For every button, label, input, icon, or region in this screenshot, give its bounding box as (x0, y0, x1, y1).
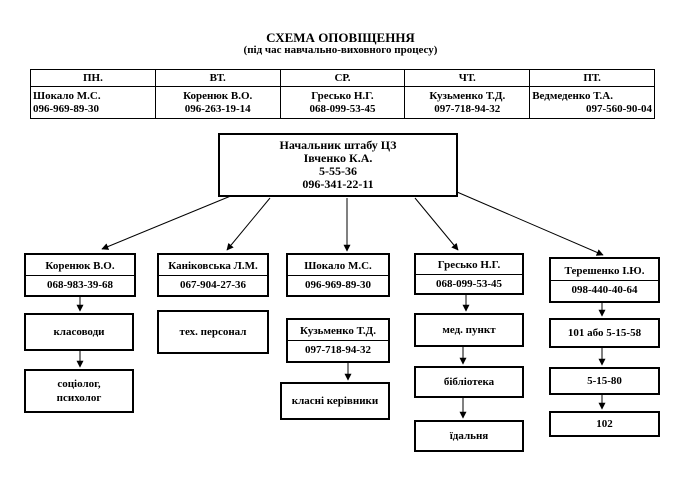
diagram-subtitle: (під час навчально-виховного процесу) (243, 44, 438, 56)
chief-phone-1: 5-55-36 (319, 164, 357, 178)
duty-cell-wed: Гресько Н.Г. 068-099-53-45 (279, 86, 406, 119)
duty-name: Шокало М.С. (33, 89, 101, 102)
group-box: 5-15-80 (549, 367, 660, 395)
diagram-title: СХЕМА ОПОВІЩЕННЯ (266, 30, 415, 45)
duty-person-row: Шокало М.С. 096-969-89-30 Коренюк В.О. 0… (30, 86, 655, 119)
group-box: мед. пункт (414, 313, 524, 347)
contact-name: Шокало М.С. (304, 259, 372, 272)
group-label: 101 або 5-15-58 (567, 327, 642, 339)
contact-phone: 068-099-53-45 (436, 277, 502, 290)
arrow-chief-to-col2 (226, 197, 271, 251)
group-box: 102 (549, 411, 660, 437)
chief-phone-2: 096-341-22-11 (302, 177, 374, 191)
contact-name: Кузьменко Т.Д. (300, 325, 376, 337)
contact-box-col3: Шокало М.С. 096-969-89-30 (286, 253, 390, 297)
duty-cell-fri: Ведмеденко Т.А. 097-560-90-04 (529, 86, 655, 119)
group-label: тех. персонал (179, 326, 247, 338)
contact-box-col5: Терешенко І.Ю. 098-440-40-64 (549, 257, 660, 303)
chief-name: Івченко К.А. (303, 151, 373, 165)
contact-box-col4: Гресько Н.Г. 068-099-53-45 (414, 253, 524, 295)
group-label: їдальня (449, 430, 489, 442)
arrow-chief-to-col1 (101, 192, 239, 250)
duty-cell-tue: Коренюк В.О. 096-263-19-14 (154, 86, 281, 119)
group-label: класоводи (53, 326, 105, 338)
arrow-chief-to-col5 (456, 191, 604, 256)
group-box: 101 або 5-15-58 (549, 318, 660, 348)
contact-name: Гресько Н.Г. (437, 258, 501, 271)
group-label: класні керівники (291, 395, 379, 407)
contact-phone: 068-983-39-68 (47, 278, 113, 291)
duty-name: Кузьменко Т.Д. (429, 89, 506, 102)
contact-box-col3-sub: Кузьменко Т.Д. 097-718-94-32 (286, 318, 390, 363)
group-box: класоводи (24, 313, 134, 351)
contact-name: Коренюк В.О. (45, 259, 115, 272)
duty-phone: 097-718-94-32 (434, 102, 501, 115)
contact-phone: 067-904-27-36 (180, 278, 246, 291)
group-label: соціолог, психолог (56, 378, 102, 404)
duty-schedule-table: ПН. ВТ. СР. ЧТ. ПТ. Шокало М.С. 096-969-… (30, 69, 655, 119)
group-label: бібліотека (443, 376, 495, 388)
group-label: мед. пункт (442, 324, 496, 336)
duty-name: Гресько Н.Г. (311, 89, 374, 102)
duty-phone: 097-560-90-04 (586, 102, 652, 115)
duty-name: Коренюк В.О. (183, 89, 253, 102)
duty-phone: 096-969-89-30 (33, 102, 99, 115)
group-box: соціолог, психолог (24, 369, 134, 413)
group-box: тех. персонал (157, 310, 269, 354)
group-box: класні керівники (280, 382, 390, 420)
contact-name: Каніковська Л.М. (168, 259, 258, 272)
contact-name: Терешенко І.Ю. (564, 264, 645, 277)
contact-box-col2: Каніковська Л.М. 067-904-27-36 (157, 253, 269, 297)
duty-name: Ведмеденко Т.А. (532, 89, 613, 102)
duty-cell-mon: Шокало М.С. 096-969-89-30 (30, 86, 156, 119)
contact-phone: 097-718-94-32 (305, 344, 371, 356)
contact-box-col1: Коренюк В.О. 068-983-39-68 (24, 253, 136, 297)
group-label: 102 (596, 418, 613, 430)
duty-phone: 068-099-53-45 (309, 102, 376, 115)
chief-box: Начальник штабу ЦЗ Івченко К.А. 5-55-36 … (218, 133, 458, 197)
group-box: їдальня (414, 420, 524, 452)
contact-phone: 098-440-40-64 (571, 283, 638, 296)
duty-cell-thu: Кузьменко Т.Д. 097-718-94-32 (404, 86, 531, 119)
arrow-chief-to-col4 (414, 197, 459, 251)
group-box: бібліотека (414, 366, 524, 398)
duty-phone: 096-263-19-14 (184, 102, 251, 115)
group-label: 5-15-80 (587, 375, 622, 387)
contact-phone: 096-969-89-30 (305, 278, 371, 291)
chief-role: Начальник штабу ЦЗ (279, 138, 397, 152)
